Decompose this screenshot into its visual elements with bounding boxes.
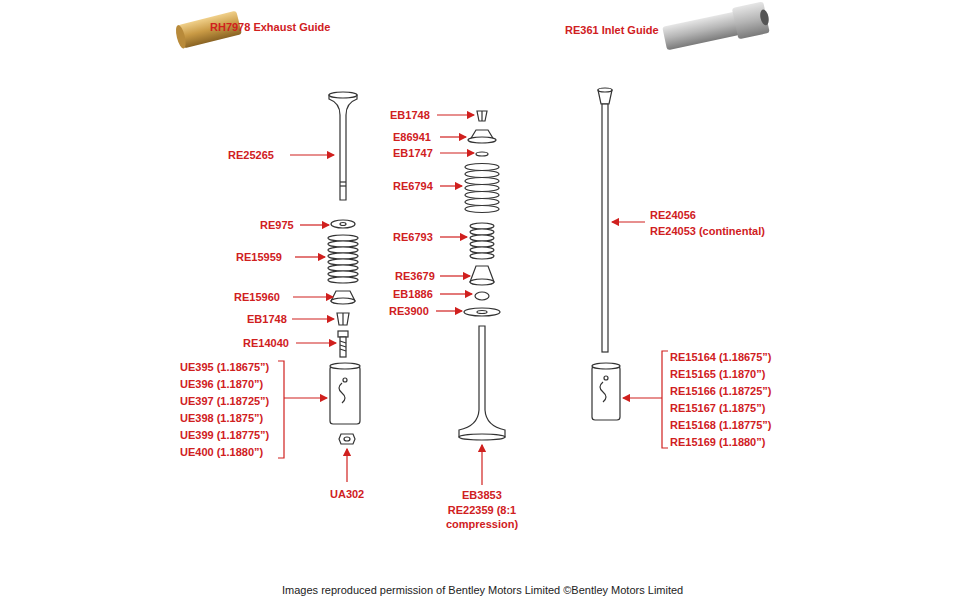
part-number: RE15959: [236, 250, 282, 264]
part-number: RE3900: [389, 304, 429, 318]
part-number: RE15167 (1.1875”): [670, 401, 765, 415]
part-number: UA302: [330, 487, 364, 501]
part-number: RE6793: [393, 230, 433, 244]
part-number: RE15165 (1.1870”): [670, 367, 765, 381]
part-number: UE397 (1.18725”): [180, 394, 269, 408]
part-number: RE22359 (8:1 compression): [432, 503, 532, 531]
part-number: UE400 (1.1880”): [180, 445, 263, 459]
part-number: EB1886: [393, 287, 433, 301]
part-number: RE15164 (1.18675”): [670, 350, 772, 364]
part-number: RE15960: [234, 290, 280, 304]
part-number: RE25265: [228, 148, 274, 162]
part-number: E86941: [393, 130, 431, 144]
part-number: UE396 (1.1870”): [180, 377, 263, 391]
part-number: RE24056: [650, 208, 696, 222]
guide-label: RE361 Inlet Guide: [565, 23, 659, 37]
part-number: RE14040: [243, 336, 289, 350]
part-number: UE398 (1.1875”): [180, 411, 263, 425]
part-number: RE975: [260, 218, 294, 232]
part-number: EB3853: [462, 488, 502, 502]
part-number: EB1748: [390, 108, 430, 122]
guide-label: RH7978 Exhaust Guide: [210, 20, 330, 34]
part-number: RE6794: [393, 179, 433, 193]
copyright-caption: Images reproduced permission of Bentley …: [282, 583, 683, 597]
part-number: RE15166 (1.18725”): [670, 384, 772, 398]
part-number: EB1748: [247, 312, 287, 326]
part-number: EB1747: [393, 146, 433, 160]
part-number: RE15168 (1.18775”): [670, 418, 772, 432]
part-number: RE15169 (1.1880”): [670, 435, 765, 449]
part-number: UE399 (1.18775”): [180, 428, 269, 442]
part-number: RE3679: [395, 269, 435, 283]
part-number: UE395 (1.18675”): [180, 360, 269, 374]
part-number: RE24053 (continental): [650, 224, 765, 238]
